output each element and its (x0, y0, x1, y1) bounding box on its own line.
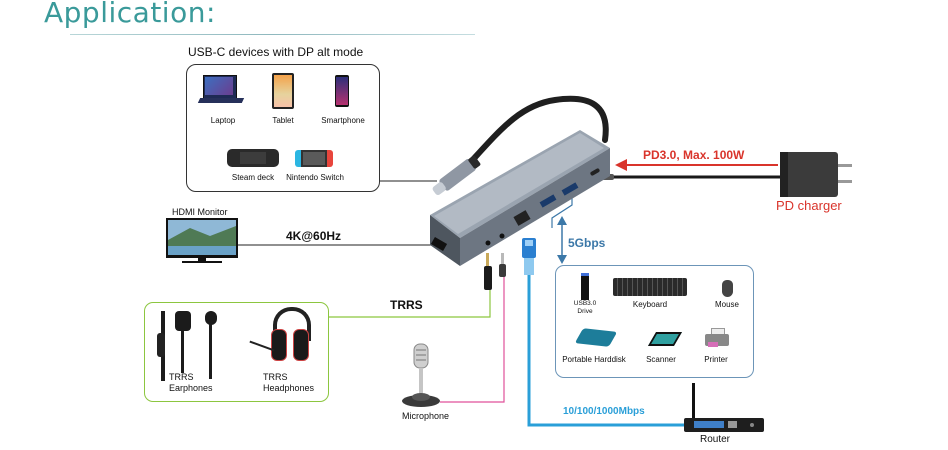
hdmi-monitor-graphic (166, 218, 238, 263)
usb-arrow-down (557, 255, 567, 264)
laptop-icon (197, 75, 245, 107)
hub-body (430, 130, 610, 266)
scanner-label: Scanner (646, 355, 676, 364)
usb-bracket (551, 196, 573, 228)
power-delivery-label: PD3.0, Max. 100W (643, 148, 745, 162)
router-graphic (684, 383, 764, 432)
title-divider (70, 34, 475, 35)
nintendo-switch-icon (295, 150, 333, 167)
scanner-icon (647, 332, 683, 346)
usb-drive-label: USB3.0 Drive (573, 300, 597, 315)
smartphone-icon (335, 75, 349, 107)
printer-label: Printer (704, 355, 728, 364)
page-title: Application: (44, 0, 216, 29)
trrs-plug (484, 253, 492, 290)
usb-devices-box: USB3.0 Drive Keyboard Mouse Portable Har… (555, 265, 754, 378)
usb-drive-icon (581, 273, 589, 300)
tablet-icon (272, 73, 294, 109)
microphone-label: Microphone (402, 411, 450, 421)
ethernet-speed-label: 10/100/1000Mbps (563, 406, 645, 417)
printer-icon (705, 328, 729, 347)
hdmi-monitor-label: HDMI Monitor (172, 207, 228, 217)
trrs-earphones-label: TRRS Earphones (169, 372, 213, 393)
headphones-icon (271, 307, 311, 365)
pd-charger-graphic (780, 152, 852, 197)
earphone-bud-side-icon (205, 311, 217, 325)
source-devices-box: Laptop Tablet Smartphone Steam deck Nint… (186, 64, 380, 192)
earphone-remote-icon (157, 333, 165, 357)
microphone-graphic (402, 343, 440, 407)
ethernet-line (527, 275, 688, 427)
power-arrow-head (615, 159, 627, 171)
mouse-label: Mouse (714, 300, 739, 309)
hub-cable (465, 95, 609, 168)
trrs-line (327, 290, 491, 318)
hdmi-resolution-label: 4K@60Hz (286, 229, 342, 243)
steam-deck-label: Steam deck (231, 173, 275, 182)
portable-harddisk-label: Portable Harddisk (562, 355, 626, 364)
keyboard-label: Keyboard (632, 300, 668, 309)
nintendo-switch-label: Nintendo Switch (286, 173, 344, 182)
portable-harddisk-icon (574, 328, 618, 347)
tablet-label: Tablet (272, 116, 294, 125)
usb-speed-label: 5Gbps (568, 236, 606, 250)
steam-deck-icon (227, 149, 279, 167)
usb-arrow-up (557, 216, 567, 225)
keyboard-icon (613, 278, 687, 296)
pd-charger-label: PD charger (776, 198, 842, 213)
router-label: Router (700, 434, 731, 445)
smartphone-label: Smartphone (321, 116, 365, 125)
trrs-headphones-label: TRRS Headphones (263, 372, 315, 393)
earphone-bud-icon (175, 311, 191, 331)
mouse-icon (722, 280, 733, 297)
usbc-plug (432, 155, 481, 196)
mic-plug (499, 253, 506, 277)
audio-devices-box: TRRS Earphones TRRS Headphones (144, 302, 329, 402)
laptop-label: Laptop (210, 116, 236, 125)
microphone-line (440, 275, 505, 403)
trrs-label: TRRS (390, 298, 423, 312)
source-devices-heading: USB-C devices with DP alt mode (188, 45, 364, 59)
rj45-plug (522, 238, 536, 275)
